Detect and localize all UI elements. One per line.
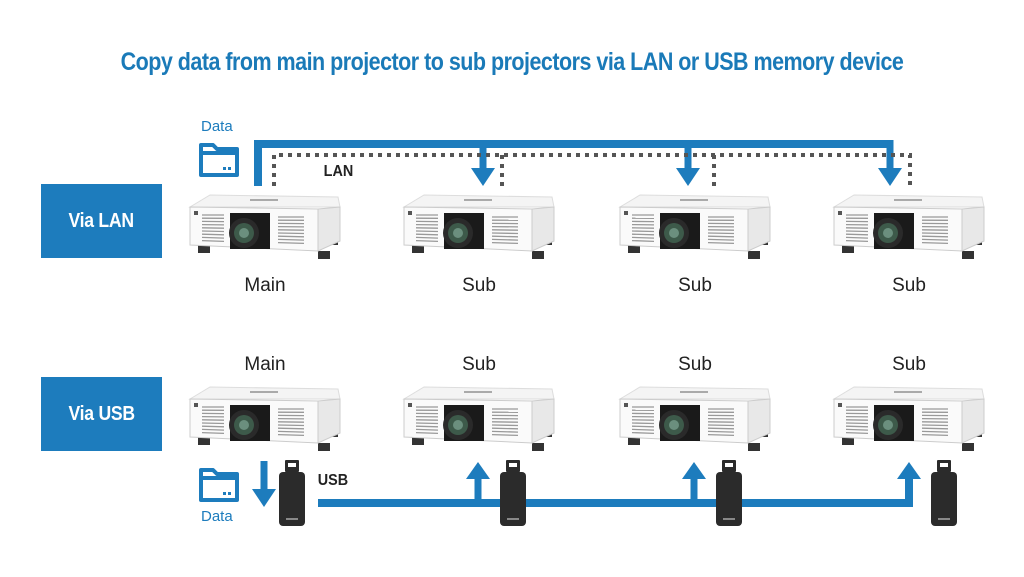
arrow-up-icon [897, 462, 921, 479]
projector-icon [188, 194, 341, 259]
projector-icon [618, 194, 771, 259]
usb-data-path [260, 461, 913, 507]
arrow-down-icon [676, 168, 700, 186]
usb-connection-label: USB [317, 472, 349, 489]
projector-icon [832, 194, 985, 259]
folder-icon [199, 143, 239, 177]
lan-projector-label: Sub [462, 275, 496, 296]
lan-projector-label: Sub [892, 275, 926, 296]
arrow-down-icon [471, 168, 495, 186]
projector-icon [618, 386, 771, 451]
via-usb-box: Via USB [41, 377, 162, 451]
usb-drive-icon [931, 460, 957, 526]
lan-projector-label: Main [244, 275, 286, 296]
lan-cable [272, 153, 912, 186]
via-usb-label: Via USB [68, 402, 135, 425]
usb-projector-label: Sub [678, 354, 712, 375]
arrow-down-icon [252, 489, 276, 507]
usb-data-label: Data [201, 508, 233, 525]
projector-icon [402, 194, 555, 259]
projector-icon [832, 386, 985, 451]
arrow-up-icon [682, 462, 706, 479]
arrow-up-icon [466, 462, 490, 479]
via-lan-label: Via LAN [68, 209, 135, 232]
usb-projector-label: Main [244, 354, 286, 375]
lan-projector-label: Sub [678, 275, 712, 296]
usb-projector-label: Sub [462, 354, 496, 375]
usb-drive-icon [279, 460, 305, 526]
usb-projector-label: Sub [892, 354, 926, 375]
lan-data-path [254, 140, 894, 186]
via-lan-box: Via LAN [41, 184, 162, 258]
projector-icon [402, 386, 555, 451]
lan-connection-label: LAN [323, 163, 354, 180]
usb-drive-icon [500, 460, 526, 526]
projector-icon [188, 386, 341, 451]
folder-icon [199, 468, 239, 502]
lan-data-label: Data [201, 118, 233, 135]
diagram-title: Copy data from main projector to sub pro… [120, 48, 904, 76]
usb-drive-icon [716, 460, 742, 526]
arrow-down-icon [878, 168, 902, 186]
